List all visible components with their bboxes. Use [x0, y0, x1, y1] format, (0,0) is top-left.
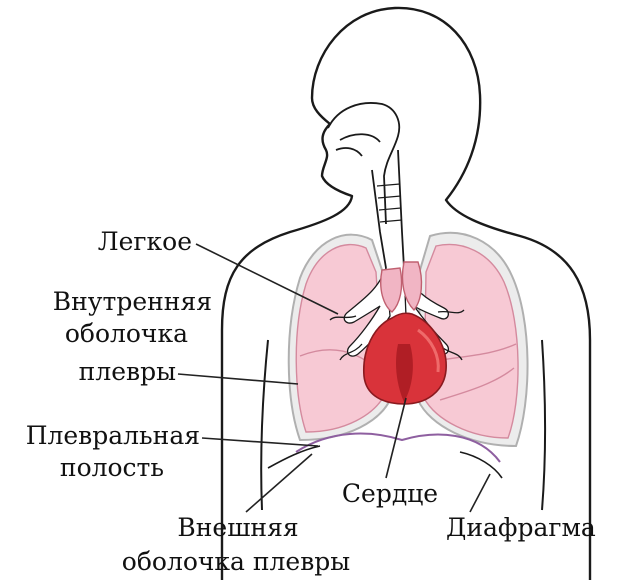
label-outer-pleura-line-1: Внешняя: [177, 513, 298, 542]
heart-leader-line: [386, 398, 406, 478]
inner-pleura-leader-line: [178, 374, 298, 384]
label-inner-pleura-line-1: Внутренняя: [53, 287, 212, 316]
label-inner-pleura-line-2: оболочка: [65, 319, 188, 348]
right-arm-line: [542, 340, 545, 510]
label-pleural-cavity-line-2: полость: [60, 453, 164, 482]
great-vessels: [381, 262, 422, 312]
label-lung: Легкое: [98, 227, 192, 256]
label-inner-pleura-line-3: плевры: [79, 357, 176, 386]
trachea-rings: [377, 184, 402, 222]
left-arm-line: [261, 340, 268, 510]
nasal-cavity: [328, 103, 399, 224]
label-heart: Сердце: [342, 479, 438, 508]
diaphragm-leader-line: [470, 474, 490, 512]
label-pleural-cavity-line-1: Плевральная: [26, 421, 200, 450]
diaphragm-left-band: [268, 446, 320, 468]
label-outer-pleura-line-2: оболочка плевры: [122, 547, 350, 576]
label-diaphragm: Диафрагма: [446, 513, 596, 542]
